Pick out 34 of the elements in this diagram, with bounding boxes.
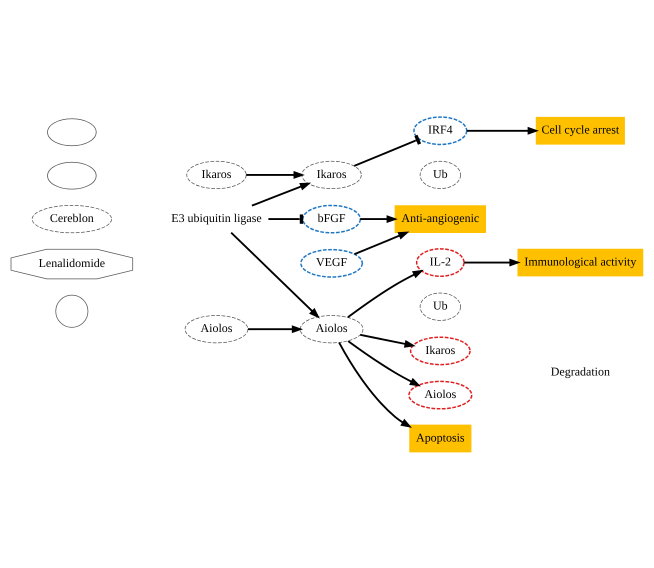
node-ellipse: Aiolos	[408, 380, 472, 410]
node-box: Apoptosis	[409, 424, 472, 452]
arrow	[347, 269, 424, 318]
arrow	[252, 182, 312, 206]
arrow	[360, 214, 398, 223]
node-ellipse: Cereblon	[32, 204, 112, 233]
arrow	[464, 258, 521, 266]
node-ellipse	[47, 118, 97, 146]
node-ellipse: Ikaros	[301, 160, 362, 188]
node-ellipse: VEGF	[300, 248, 364, 278]
node-ellipse: Aiolos	[300, 314, 364, 343]
node-ellipse: Ikaros	[186, 160, 247, 188]
node-ellipse: bFGF	[302, 204, 362, 234]
arrow	[466, 126, 539, 134]
node-ellipse	[47, 161, 97, 190]
node-box: Anti-angiogenic	[394, 204, 486, 232]
node-text: E3 ubiquitin ligase	[171, 210, 262, 224]
arrow	[246, 170, 305, 178]
connector	[354, 134, 422, 166]
node-box: Immunological activity	[517, 248, 644, 276]
node-ellipse: IL-2	[416, 248, 465, 276]
node-box: Cell cycle arrest	[536, 116, 625, 144]
node-circle	[55, 294, 88, 328]
node-ellipse: Aiolos	[184, 314, 248, 343]
node-text: Degradation	[550, 364, 610, 378]
arrow	[338, 342, 412, 428]
arrow	[230, 231, 320, 318]
arrow	[248, 324, 304, 333]
node-ellipse: Ub	[420, 160, 461, 188]
arrow	[348, 340, 421, 386]
node-ellipse: Ikaros	[410, 336, 471, 365]
arrow	[354, 231, 410, 255]
arrow	[360, 333, 416, 348]
node-ellipse: Ub	[420, 292, 461, 320]
